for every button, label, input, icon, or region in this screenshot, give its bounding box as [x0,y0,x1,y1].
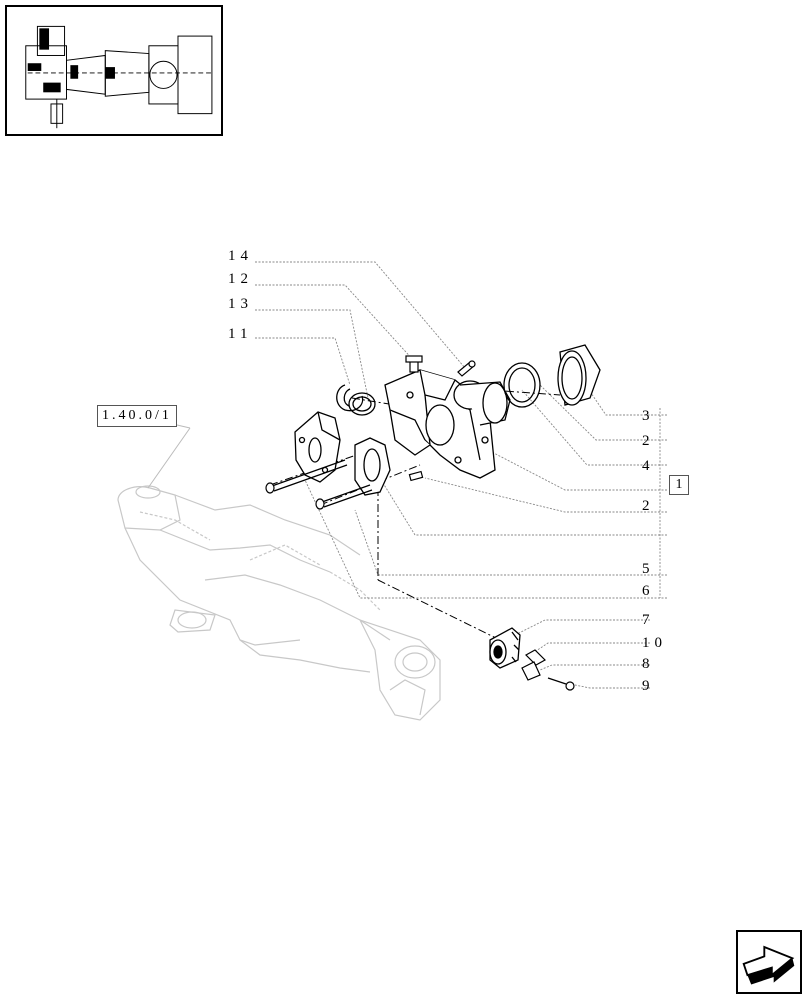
callout-6: 6 [642,583,655,599]
ring-4 [503,362,541,408]
gear-7 [489,627,521,669]
callout-8: 8 [642,656,655,672]
clamp-half-outer [294,411,341,483]
next-page-arrow-icon [742,945,795,985]
clamp-half-inner [354,437,391,496]
dowel-pin-2 [408,470,424,482]
axle-housing-ghost [117,485,441,721]
callout-5: 5 [642,561,655,577]
overview-thumbnail[interactable] [5,5,223,136]
callout-10: 10 [642,635,667,651]
housing-bracket [384,369,511,479]
callout-12: 12 [228,271,253,287]
callout-9: 9 [642,678,655,694]
o-ring-13 [348,392,376,416]
callout-13: 13 [228,296,253,312]
main-part-number-box: 1 [669,475,689,495]
callout-11: 11 [228,326,252,342]
bushing-3 [557,344,601,406]
axle-overview-icon [25,25,213,129]
plate-10 [525,649,546,666]
callout-4: 4 [642,458,655,474]
washer-8 [521,661,541,681]
bolt-long-a [265,459,348,494]
next-page-button[interactable] [736,930,802,994]
callout-14: 14 [228,248,253,264]
reference-label-box[interactable]: 1.40.0/1 [97,405,177,427]
callout-2b: 2 [642,498,655,514]
screw-12 [405,355,423,373]
callout-3: 3 [642,408,655,424]
snap-ring-11 [336,384,364,412]
callout-7: 7 [642,612,655,628]
callout-2a: 2 [642,433,655,449]
bolt-long-b [315,484,373,510]
pin-14 [457,360,476,377]
screw-9 [547,677,575,691]
